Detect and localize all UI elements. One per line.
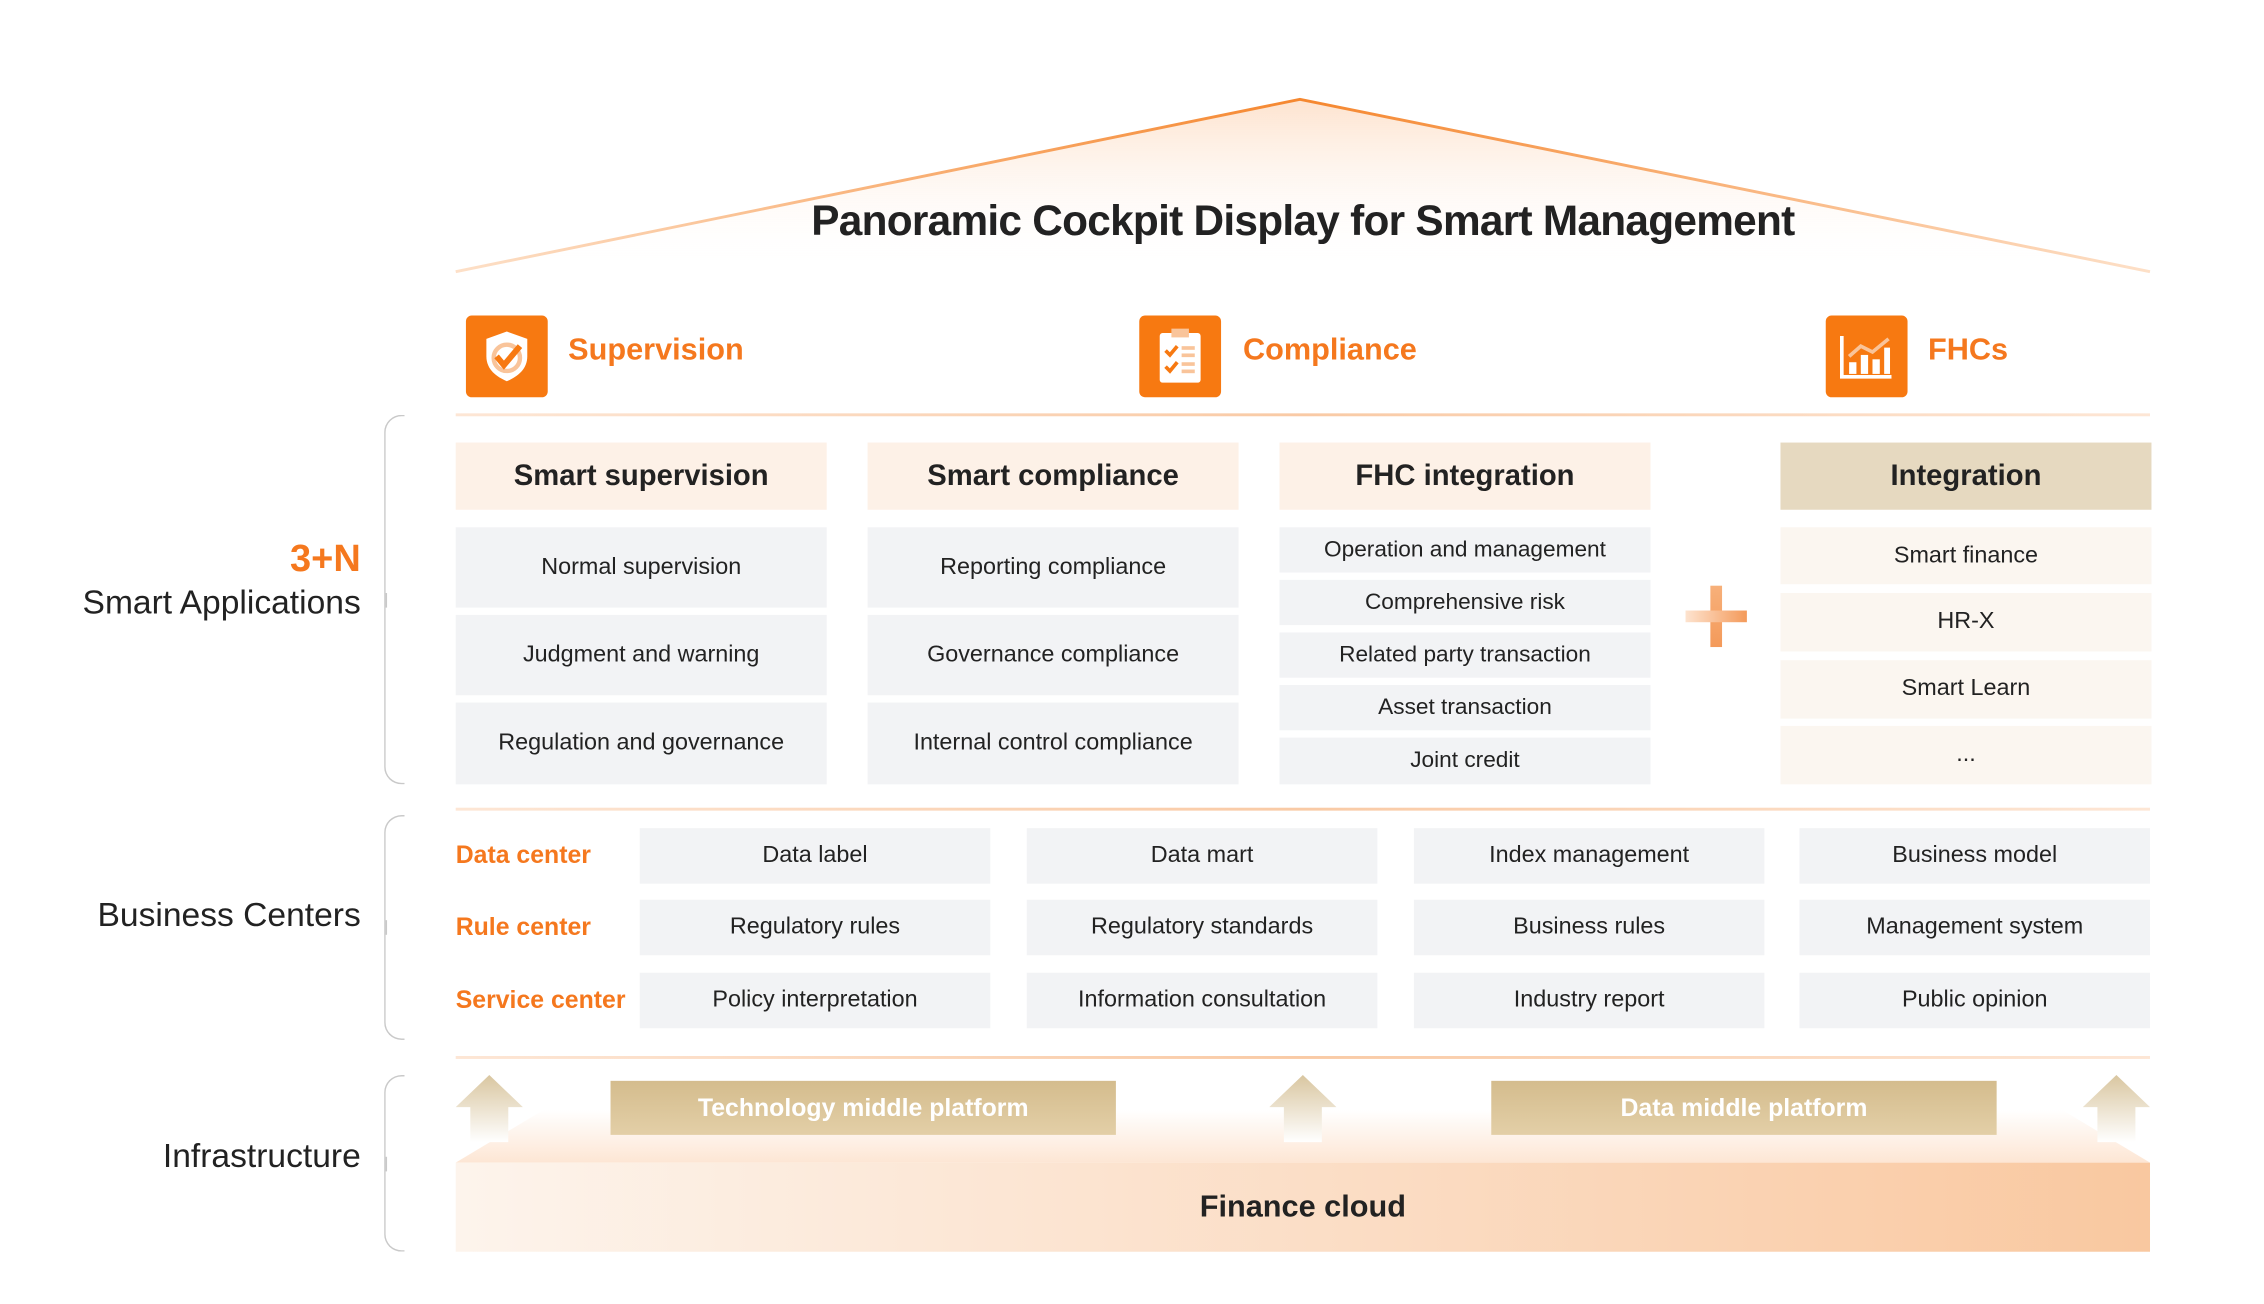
app-item: Normal supervision bbox=[455, 527, 827, 608]
category-fhcs: FHCs bbox=[1927, 333, 2009, 367]
smart-applications-label: Smart Applications bbox=[82, 582, 361, 621]
column-header: Smart compliance bbox=[867, 442, 1239, 510]
technology-middle-platform: Technology middle platform bbox=[610, 1080, 1116, 1135]
bracket bbox=[384, 1075, 405, 1252]
shield-check-icon bbox=[465, 315, 548, 398]
center-cell: Industry report bbox=[1413, 972, 1765, 1029]
data-middle-platform: Data middle platform bbox=[1491, 1080, 1997, 1135]
bracket bbox=[384, 815, 405, 1040]
app-item: Governance compliance bbox=[867, 614, 1239, 696]
divider bbox=[455, 1056, 2151, 1059]
divider bbox=[455, 413, 2151, 416]
center-label: Rule center bbox=[455, 912, 591, 941]
divider bbox=[455, 807, 2151, 810]
app-item: HR-X bbox=[1780, 593, 2152, 652]
center-cell: Policy interpretation bbox=[639, 972, 991, 1029]
center-cell: Management system bbox=[1799, 899, 2151, 956]
app-item: Joint credit bbox=[1279, 737, 1651, 785]
column-header: Smart supervision bbox=[455, 442, 827, 510]
app-item: Smart finance bbox=[1780, 527, 2152, 585]
center-cell: Regulatory rules bbox=[639, 899, 991, 956]
column-header: FHC integration bbox=[1279, 442, 1651, 510]
center-cell: Public opinion bbox=[1799, 972, 2151, 1029]
clipboard-checklist-icon bbox=[1139, 315, 1222, 398]
category-compliance: Compliance bbox=[1242, 333, 1417, 367]
roof bbox=[455, 97, 2151, 274]
app-item: Smart Learn bbox=[1780, 660, 2152, 719]
center-label: Service center bbox=[455, 985, 626, 1014]
app-item: Reporting compliance bbox=[867, 527, 1239, 608]
category-supervision: Supervision bbox=[568, 333, 744, 367]
center-cell: Index management bbox=[1413, 828, 1765, 884]
center-label: Data center bbox=[455, 841, 591, 870]
business-centers-label: Business Centers bbox=[97, 895, 361, 934]
center-cell: Information consultation bbox=[1026, 972, 1378, 1029]
infrastructure-label: Infrastructure bbox=[162, 1136, 361, 1175]
smart-applications-count: 3+N bbox=[290, 536, 361, 580]
app-item: Asset transaction bbox=[1279, 685, 1651, 731]
center-cell: Data mart bbox=[1026, 828, 1378, 884]
center-cell: Business rules bbox=[1413, 899, 1765, 956]
column-header: Integration bbox=[1780, 442, 2152, 510]
bar-chart-icon bbox=[1825, 315, 1908, 398]
app-item: Regulation and governance bbox=[455, 702, 827, 785]
up-arrow-icon bbox=[2082, 1075, 2151, 1143]
up-arrow-icon bbox=[1269, 1075, 1337, 1143]
app-item: Comprehensive risk bbox=[1279, 579, 1651, 626]
app-item: Judgment and warning bbox=[455, 614, 827, 696]
app-item: ... bbox=[1780, 725, 2152, 785]
center-cell: Regulatory standards bbox=[1026, 899, 1378, 956]
center-cell: Data label bbox=[639, 828, 991, 884]
app-item: Related party transaction bbox=[1279, 632, 1651, 678]
finance-cloud: Finance cloud bbox=[455, 1162, 2151, 1252]
page-title: Panoramic Cockpit Display for Smart Mana… bbox=[811, 198, 1795, 246]
up-arrow-icon bbox=[455, 1075, 523, 1143]
bracket bbox=[384, 414, 405, 785]
plus-icon bbox=[1685, 585, 1747, 648]
app-item: Operation and management bbox=[1279, 527, 1651, 573]
app-item: Internal control compliance bbox=[867, 702, 1239, 785]
center-cell: Business model bbox=[1799, 828, 2151, 884]
